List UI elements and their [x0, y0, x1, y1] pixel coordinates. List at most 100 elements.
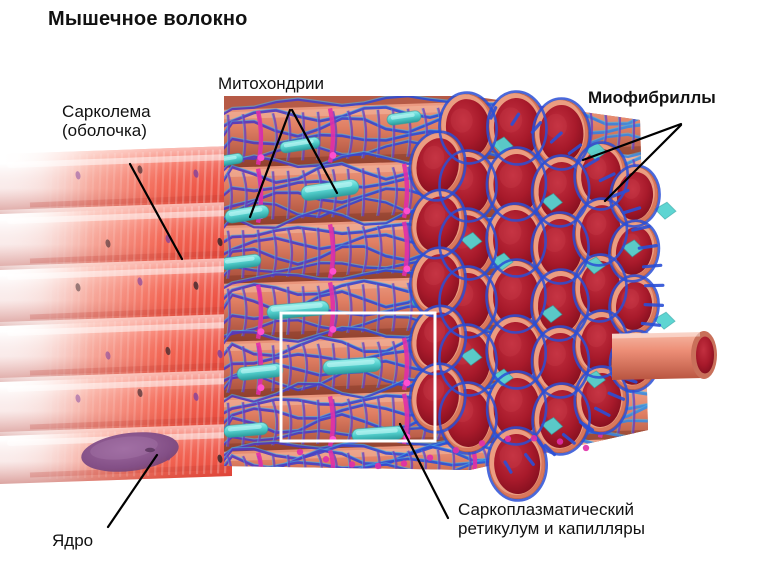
myofibril-cross-section: [610, 331, 659, 391]
t-tubule-band: [327, 223, 336, 279]
triad-junction-dot: [329, 152, 337, 159]
rim-t-tubule-dot: [452, 447, 460, 454]
mitochondrion: [300, 178, 360, 202]
myofibril-cross-section: [410, 306, 465, 374]
sr-spike: [607, 391, 626, 401]
myofibril-bundle: [224, 96, 648, 470]
sarcolemma-tube: [0, 258, 233, 326]
myofibril-cross-section: [487, 260, 545, 332]
myofibril-cross-section: [411, 248, 465, 316]
rim-t-tubule-dot: [556, 438, 564, 445]
myofibril-cross-section: [575, 367, 627, 433]
myofibril-row: [224, 328, 648, 400]
sarcolemma-nucleus-dot: [105, 456, 111, 465]
sr-spike: [510, 112, 521, 126]
t-tubule-band: [401, 337, 410, 391]
sr-ring: [409, 246, 467, 318]
t-tubule-band: [597, 157, 606, 212]
label-sarcoplasmic-reticulum: Саркоплазматический ретикулум и капилляр…: [458, 500, 645, 539]
sr-spike: [567, 143, 583, 155]
sr-ring: [408, 304, 468, 376]
mitochondrion: [322, 356, 382, 376]
sarcoplasmic-reticulum-network: [224, 318, 648, 396]
sr-ring: [530, 325, 591, 399]
sr-spike: [640, 321, 662, 327]
myofibril-cross-section: [440, 383, 496, 453]
triad-junction-dot: [471, 147, 479, 155]
triad-junction-dot: [599, 259, 607, 266]
myofibril-cross-section: [410, 190, 465, 258]
triad-junction-dot: [599, 427, 607, 434]
myofibril-cross-section: [611, 166, 659, 226]
t-tubule-band: [255, 342, 264, 396]
isolated-myofibril: [611, 331, 717, 380]
myofibril-cross-section: [575, 143, 627, 209]
sr-ring: [485, 258, 547, 334]
rim-t-tubule-dot: [478, 440, 486, 447]
t-tubule-band: [469, 277, 478, 333]
myofibril-row: [224, 212, 648, 286]
triad-junction-dot: [257, 384, 265, 392]
triad-junction-dot: [329, 268, 337, 275]
sarcolemma-tube: [0, 370, 233, 436]
sr-spike: [631, 224, 651, 232]
triad-junction-dot: [403, 379, 411, 387]
rim-t-tubule-dot: [530, 435, 538, 442]
sarcoplasmic-reticulum-network: [224, 198, 648, 282]
triad-junction-dot: [257, 212, 265, 220]
t-tubule-band: [401, 221, 410, 277]
interstitial-mitochondrion: [460, 347, 483, 366]
sarcoplasmic-leader: [398, 422, 450, 520]
sr-spike: [524, 453, 535, 466]
triad-junction-dot: [403, 265, 411, 273]
sarcoplasmic-reticulum-network: [224, 144, 648, 224]
sarcolemma-nucleus-dot: [217, 454, 223, 463]
label-mitochondria: Митохондрии: [218, 74, 325, 93]
interstitial-mitochondrion: [540, 192, 564, 212]
t-tubule-band: [327, 107, 336, 163]
t-tubule-band: [537, 100, 546, 156]
mitochondrion: [279, 136, 321, 154]
sarcolemma-nucleus-dot: [217, 349, 223, 359]
sarcolemma-nucleus-dot: [75, 171, 81, 180]
rim-t-tubule-dot: [374, 462, 382, 470]
t-tubule-band: [469, 444, 478, 470]
triad-junction-dot: [539, 429, 547, 436]
mitochondrion: [266, 300, 330, 320]
myofibril-cross-section: [610, 221, 658, 281]
mitochondrion: [224, 152, 244, 168]
sr-spike: [594, 406, 611, 417]
rim-t-tubule-dot: [322, 456, 330, 463]
sr-ring: [485, 146, 548, 222]
sr-spike: [549, 131, 563, 144]
triad-junction-dot: [329, 436, 337, 443]
sr-ring: [572, 197, 629, 267]
interstitial-mitochondrion: [491, 136, 514, 155]
sr-spike: [503, 460, 513, 474]
myofibril-cross-section: [410, 364, 465, 432]
t-tubule-band: [469, 335, 478, 389]
t-tubule-band: [401, 163, 410, 219]
sr-ring: [438, 149, 498, 223]
sarcolemma-leader: [128, 162, 184, 261]
detail-highlight-rectangle: [279, 311, 437, 443]
sr-ring: [438, 265, 498, 339]
interstitial-mitochondrion: [540, 416, 564, 436]
myofibril-cross-section: [410, 132, 465, 200]
triad-junction-dot: [471, 469, 479, 470]
sr-ring: [485, 202, 547, 278]
t-tubule-band: [401, 393, 410, 445]
myofibril-cross-section: [574, 311, 627, 377]
myofibril-cross-section: [487, 148, 546, 220]
rim-t-tubule-dot: [582, 444, 590, 452]
sr-ring: [408, 130, 467, 202]
sr-ring: [530, 211, 590, 285]
sr-spike: [641, 263, 663, 269]
myofibril-cross-section: [533, 384, 589, 454]
myofibril-cross-section: [487, 204, 545, 276]
triad-junction-dot: [471, 321, 479, 329]
sr-ring: [530, 154, 591, 228]
figure-title: Мышечное волокно: [48, 8, 248, 30]
